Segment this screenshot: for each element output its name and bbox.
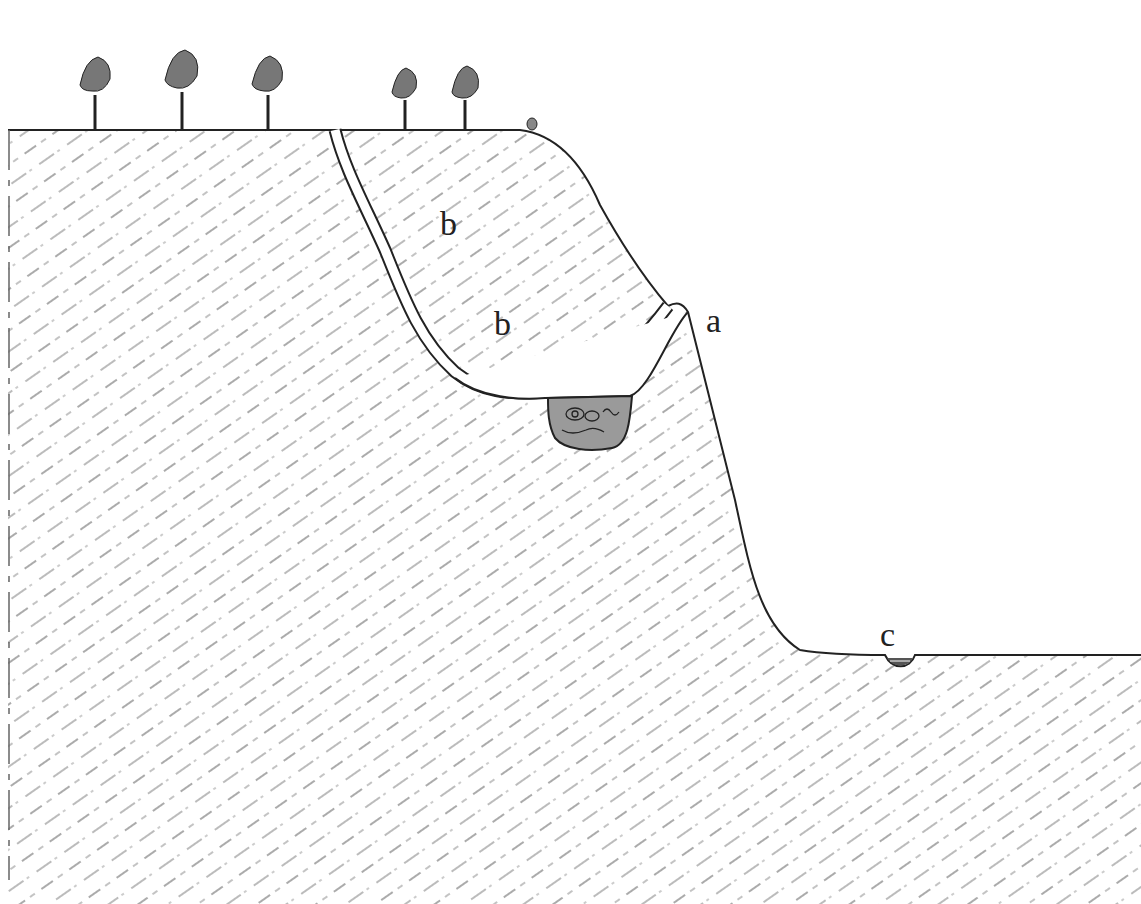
part-letter: c [880,618,895,652]
fossil-bones [562,408,619,433]
part-letter: b [440,207,457,241]
lower-slope-line [668,304,1141,667]
part-letter: b [494,307,511,341]
trees [80,50,537,130]
section-edge [8,130,10,880]
fossil-hollow [548,396,632,450]
part-letter: a [706,304,721,338]
strata [8,130,1141,904]
bench-line [455,312,688,399]
water-pool [887,658,913,666]
